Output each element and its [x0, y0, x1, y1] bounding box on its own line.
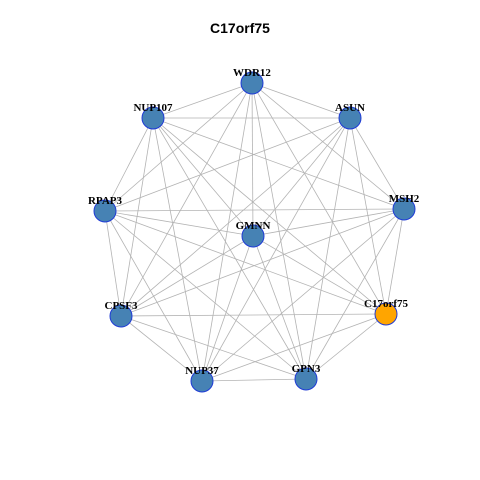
edge-GMNN-C17orf75 [252, 235, 387, 315]
edge-NUP107-RPAP3 [104, 117, 154, 212]
edge-C17orf75-GPN3 [305, 313, 387, 380]
node-label-RPAP3: RPAP3 [88, 195, 123, 207]
edge-NUP107-GPN3 [152, 117, 307, 380]
node-label-GMNN: GMNN [236, 220, 271, 232]
node-MSH2[interactable] [392, 197, 416, 221]
node-RPAP3[interactable] [93, 199, 117, 223]
node-layer [93, 71, 416, 393]
edge-MSH2-GPN3 [305, 208, 405, 380]
edge-layer [104, 82, 405, 382]
node-NUP37[interactable] [190, 369, 214, 393]
edge-RPAP3-C17orf75 [104, 210, 387, 315]
edge-MSH2-NUP37 [201, 208, 405, 382]
edge-GMNN-CPSF3 [120, 235, 254, 317]
node-label-GPN3: GPN3 [292, 363, 321, 375]
node-GPN3[interactable] [294, 367, 318, 391]
node-label-MSH2: MSH2 [389, 193, 420, 205]
node-label-ASUN: ASUN [335, 102, 365, 114]
edge-ASUN-RPAP3 [104, 117, 351, 212]
node-label-WDR12: WDR12 [233, 67, 271, 79]
edge-ASUN-GPN3 [305, 117, 351, 380]
node-label-NUP107: NUP107 [133, 102, 173, 114]
edge-ASUN-MSH2 [349, 117, 405, 210]
graph-title: C17orf75 [210, 20, 270, 36]
edge-RPAP3-GPN3 [104, 210, 307, 380]
edge-WDR12-ASUN [251, 82, 351, 119]
edge-WDR12-GMNN [251, 82, 254, 237]
edge-WDR12-NUP107 [152, 82, 253, 119]
edge-C17orf75-CPSF3 [120, 313, 387, 317]
edge-ASUN-C17orf75 [349, 117, 387, 315]
edge-RPAP3-CPSF3 [104, 210, 122, 317]
node-NUP107[interactable] [141, 106, 165, 130]
edge-ASUN-CPSF3 [120, 117, 351, 317]
edge-NUP107-CPSF3 [120, 117, 154, 317]
node-label-C17orf75: C17orf75 [364, 298, 408, 310]
edge-NUP107-GMNN [152, 117, 254, 237]
edge-MSH2-GMNN [252, 208, 405, 237]
node-ASUN[interactable] [338, 106, 362, 130]
edge-WDR12-RPAP3 [104, 82, 253, 212]
edge-RPAP3-GMNN [104, 210, 254, 237]
node-label-CPSF3: CPSF3 [105, 300, 139, 312]
edge-GMNN-NUP37 [201, 235, 254, 382]
edge-WDR12-C17orf75 [251, 82, 387, 315]
edge-C17orf75-NUP37 [201, 313, 387, 382]
node-GMNN[interactable] [241, 224, 265, 248]
edge-NUP37-GPN3 [201, 378, 307, 382]
node-C17orf75[interactable] [374, 302, 398, 326]
edge-NUP107-MSH2 [152, 117, 405, 210]
node-WDR12[interactable] [240, 71, 264, 95]
edge-NUP107-NUP37 [152, 117, 203, 382]
edge-CPSF3-NUP37 [120, 315, 203, 382]
edge-CPSF3-GPN3 [120, 315, 307, 380]
edge-MSH2-C17orf75 [385, 208, 405, 315]
edge-RPAP3-MSH2 [104, 208, 405, 212]
edge-GMNN-GPN3 [252, 235, 307, 380]
edge-WDR12-MSH2 [251, 82, 405, 210]
node-CPSF3[interactable] [109, 304, 133, 328]
node-label-NUP37: NUP37 [185, 365, 219, 377]
edge-ASUN-GMNN [252, 117, 351, 237]
